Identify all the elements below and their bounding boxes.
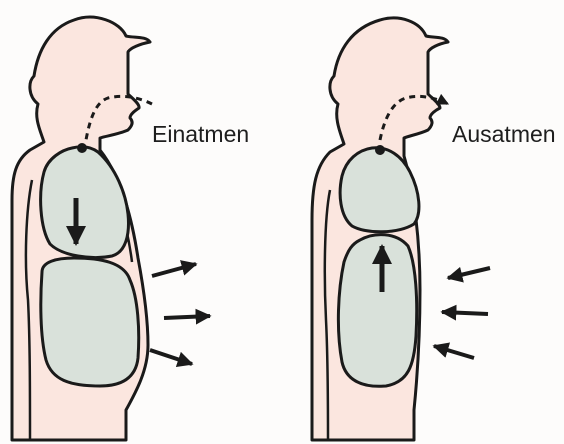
abdomen-exhale bbox=[338, 235, 416, 387]
label-einatmen: Einatmen bbox=[152, 121, 249, 148]
abdomen-inhale bbox=[41, 258, 139, 386]
arrow-right-icon bbox=[152, 264, 196, 276]
figure-inhale bbox=[12, 17, 210, 440]
arrow-right-icon bbox=[164, 316, 210, 318]
lung-inhale bbox=[41, 147, 129, 258]
trachea-knot-exhale bbox=[375, 145, 385, 155]
arrow-left-icon bbox=[434, 346, 474, 358]
lung-exhale bbox=[340, 148, 419, 232]
arrow-left-icon bbox=[448, 268, 490, 278]
arrow-right-icon bbox=[150, 350, 192, 364]
trachea-knot-inhale bbox=[77, 143, 87, 153]
arrow-left-icon bbox=[442, 312, 488, 314]
figure-exhale bbox=[312, 18, 490, 440]
label-ausatmen: Ausatmen bbox=[452, 121, 556, 148]
